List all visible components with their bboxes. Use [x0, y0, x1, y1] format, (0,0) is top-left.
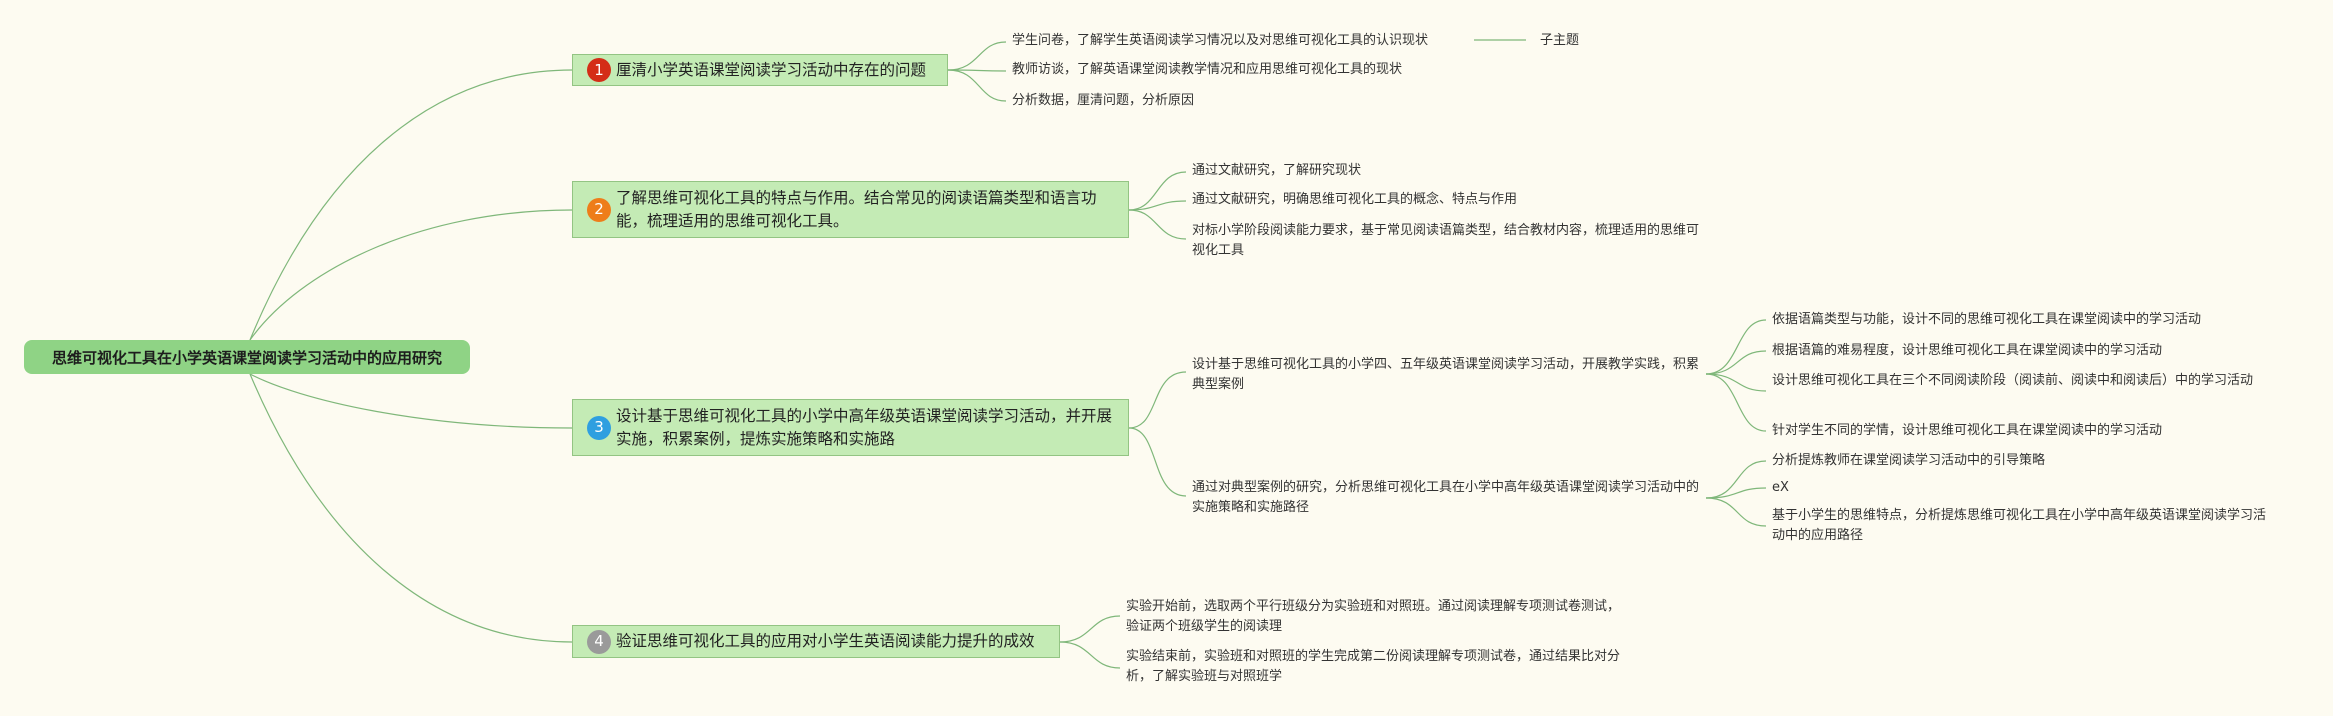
subtopic-2-leaf-3[interactable]: 基于小学生的思维特点，分析提炼思维可视化工具在小学中高年级英语课堂阅读学习活动中…	[1772, 508, 2267, 543]
topic-2-leaf-3[interactable]: 对标小学阶段阅读能力要求，基于常见阅读语篇类型，结合教材内容，梳理适用的思维可视…	[1192, 223, 1700, 258]
connector-topic-3-sub-2	[1128, 427, 1187, 497]
number-badge-3: 3	[587, 415, 611, 440]
topic-4-leaf-2[interactable]: 实验结束前，实验班和对照班的学生完成第二份阅读理解专项测试卷，通过结果比对分析，…	[1126, 649, 1621, 684]
topic-2-leaf-2[interactable]: 通过文献研究，明确思维可视化工具的概念、特点与作用	[1192, 192, 1518, 207]
connector-topic-2-leaf-2	[1128, 200, 1187, 211]
number-badge-1: 1	[587, 58, 611, 82]
connector-sub-1-leaf-1	[1705, 319, 1767, 375]
connector-sub-2-leaf-1	[1705, 460, 1767, 499]
connector-topic-4-leaf-1	[1059, 615, 1121, 643]
main-topic-3-label: 设计基于思维可视化工具的小学中高年级英语课堂阅读学习活动，并开展实施，积累案例，…	[616, 406, 1113, 448]
root-topic[interactable]: 思维可视化工具在小学英语课堂阅读学习活动中的应用研究	[24, 340, 470, 374]
topic-1-leaf-3[interactable]: 分析数据，厘清问题，分析原因	[1012, 93, 1195, 108]
topic-1-note[interactable]: 子主题	[1540, 33, 1580, 48]
main-topic-3[interactable]: 3 设计基于思维可视化工具的小学中高年级英语课堂阅读学习活动，并开展实施，积累案…	[572, 399, 1129, 456]
connector-sub-2-leaf-2	[1705, 487, 1767, 499]
subtopic-1-leaf-1[interactable]: 依据语篇类型与功能，设计不同的思维可视化工具在课堂阅读中的学习活动	[1772, 312, 2202, 327]
main-topic-2-label: 了解思维可视化工具的特点与作用。结合常见的阅读语篇类型和语言功能，梳理适用的思维…	[616, 188, 1097, 230]
subtopic-2-leaf-1[interactable]: 分析提炼教师在课堂阅读学习活动中的引导策略	[1772, 453, 2046, 468]
subtopic-1-leaf-4[interactable]: 针对学生不同的学情，设计思维可视化工具在课堂阅读中的学习活动	[1772, 423, 2163, 438]
topic-3-subtopic-2[interactable]: 通过对典型案例的研究，分析思维可视化工具在小学中高年级英语课堂阅读学习活动中的实…	[1192, 480, 1700, 515]
connector-sub-2-leaf-3	[1705, 497, 1767, 527]
number-badge-4: 4	[587, 629, 611, 654]
topic-2-leaf-1[interactable]: 通过文献研究，了解研究现状	[1192, 163, 1362, 178]
connector-root-topic-2	[249, 209, 573, 341]
main-topic-1[interactable]: 1 厘清小学英语课堂阅读学习活动中存在的问题	[572, 54, 948, 86]
subtopic-1-leaf-2[interactable]: 根据语篇的难易程度，设计思维可视化工具在课堂阅读中的学习活动	[1772, 343, 2163, 358]
main-topic-1-label: 厘清小学英语课堂阅读学习活动中存在的问题	[616, 60, 927, 79]
subtopic-2-leaf-2[interactable]: eX	[1772, 480, 1789, 495]
main-topic-4-label: 验证思维可视化工具的应用对小学生英语阅读能力提升的成效	[616, 632, 1035, 650]
topic-3-subtopic-1[interactable]: 设计基于思维可视化工具的小学四、五年级英语课堂阅读学习活动，开展教学实践，积累典…	[1192, 357, 1700, 392]
connector-root-topic-1	[249, 69, 573, 341]
connector-sub-1-leaf-3	[1705, 373, 1767, 392]
connector-topic-1-leaf-3	[947, 69, 1007, 102]
topic-4-leaf-1[interactable]: 实验开始前，选取两个平行班级分为实验班和对照班。通过阅读理解专项测试卷测试，验证…	[1126, 599, 1621, 634]
connector-topic-1-leaf-1	[947, 41, 1007, 71]
number-badge-2: 2	[587, 197, 611, 222]
connector-sub-1-leaf-2	[1705, 350, 1767, 375]
connector-topic-2-leaf-1	[1128, 171, 1187, 211]
connector-topic-3-sub-1	[1128, 371, 1187, 429]
connector-topic-4-leaf-2	[1059, 641, 1121, 669]
root-topic-label: 思维可视化工具在小学英语课堂阅读学习活动中的应用研究	[51, 348, 442, 367]
topic-1-leaf-2[interactable]: 教师访谈，了解英语课堂阅读教学情况和应用思维可视化工具的现状	[1012, 62, 1403, 77]
subtopic-1-leaf-3[interactable]: 设计思维可视化工具在三个不同阅读阶段（阅读前、阅读中和阅读后）中的学习活动	[1772, 373, 2254, 388]
connector-topic-2-leaf-3	[1128, 209, 1187, 240]
topic-1-leaf-1[interactable]: 学生问卷，了解学生英语阅读学习情况以及对思维可视化工具的认识现状	[1012, 33, 1429, 48]
connector-root-topic-4	[249, 373, 573, 643]
main-topic-2[interactable]: 2 了解思维可视化工具的特点与作用。结合常见的阅读语篇类型和语言功能，梳理适用的…	[572, 181, 1129, 238]
connector-root-topic-3	[249, 373, 573, 429]
main-topic-4[interactable]: 4 验证思维可视化工具的应用对小学生英语阅读能力提升的成效	[572, 625, 1060, 658]
connector-sub-1-leaf-4	[1705, 373, 1767, 432]
